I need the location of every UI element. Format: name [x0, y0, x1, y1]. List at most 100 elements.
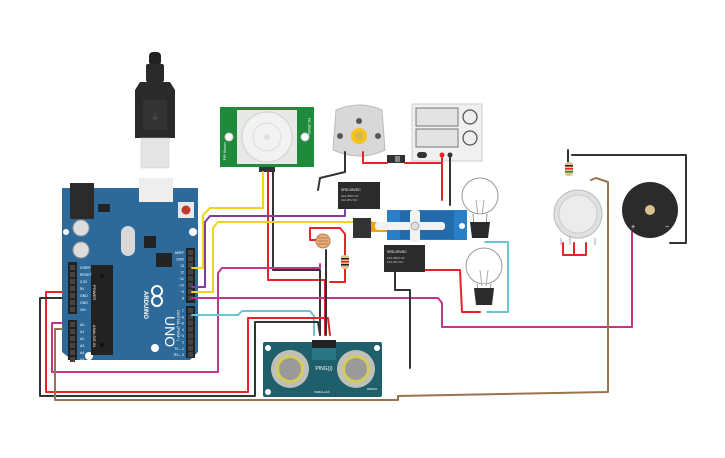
- power-pin-label: GND: [80, 301, 88, 305]
- digital-pin-label: AREF: [175, 251, 184, 255]
- digital-pin-label: RX←0: [174, 353, 184, 357]
- digital-pin[interactable]: [188, 256, 193, 262]
- digital-pin-label: 2: [182, 341, 184, 345]
- power-pin[interactable]: [70, 286, 75, 291]
- piezo-minus-label: −: [665, 224, 669, 231]
- light-bulb-2[interactable]: [465, 247, 503, 305]
- piezo-plus-label: +: [631, 224, 635, 231]
- arduino-logo-icon: [151, 285, 163, 307]
- digital-pin-label: GND: [176, 258, 184, 262]
- digital-pin-label: ~6: [180, 315, 184, 319]
- analog-pin[interactable]: [70, 350, 75, 355]
- analog-pin[interactable]: [70, 329, 75, 334]
- digital-pin[interactable]: [188, 269, 193, 275]
- arduino-uno-board[interactable]: ARDUINO UNO POWER IOREF RESET 3.3V 5V GND GND…: [62, 178, 198, 362]
- dc-power-supply[interactable]: [411, 103, 483, 162]
- ultrasonic-corner: #28015: [367, 387, 377, 391]
- power-pin[interactable]: [70, 307, 75, 312]
- usb-port: [139, 178, 173, 202]
- wires: [39, 149, 687, 401]
- relay-2[interactable]: SRD-05VDC 10A 250V AC 10A 30V DC: [384, 245, 425, 272]
- digital-pin-label: ~3: [180, 334, 184, 338]
- power-switch[interactable]: [417, 152, 427, 158]
- analog-pin[interactable]: [70, 322, 75, 327]
- digital-pin[interactable]: [188, 345, 193, 351]
- usb-symbol-icon: ⏚: [150, 111, 160, 123]
- relay-1-rating-ac: 10A 250V AC: [341, 194, 360, 198]
- analog-pin-label: A4: [80, 351, 84, 355]
- ultrasonic-sensor[interactable]: PING))) PARALLAX #28015: [263, 340, 382, 397]
- digital-pin[interactable]: [188, 282, 193, 288]
- analog-pin[interactable]: [70, 343, 75, 348]
- analog-pin-label: A5: [80, 358, 84, 362]
- digital-header-bottom: [186, 306, 195, 358]
- current-knob[interactable]: [462, 130, 478, 146]
- analog-pin-label: A3: [80, 344, 84, 348]
- power-pin-label: 5V: [80, 287, 85, 291]
- dc-motor[interactable]: [332, 104, 386, 157]
- digital-header-title: DIGITAL (PWM~): [176, 310, 181, 342]
- photoresistor[interactable]: [315, 233, 331, 249]
- relay-2-rating-dc: 10A 30V DC: [387, 260, 404, 264]
- power-pin[interactable]: [70, 300, 75, 305]
- relay-2-rating-ac: 10A 250V AC: [387, 256, 406, 260]
- micro-servo[interactable]: [353, 210, 467, 242]
- relay-1-label: SRD-05VDC: [341, 188, 361, 192]
- voltage-knob[interactable]: [462, 109, 478, 125]
- digital-pin-label: ~10: [178, 284, 184, 288]
- analog-pin[interactable]: [70, 336, 75, 341]
- digital-pin[interactable]: [188, 326, 193, 332]
- digital-pin[interactable]: [188, 289, 193, 294]
- relay-1[interactable]: SRD-05VDC 10A 250V AC 10A 30V DC: [338, 182, 380, 209]
- power-pin-label: IOREF: [80, 266, 91, 270]
- digital-pin-label: ~9: [180, 290, 184, 294]
- ultrasonic-footer: PARALLAX: [314, 390, 329, 394]
- slide-switch[interactable]: [387, 155, 405, 163]
- power-header-title: POWER: [92, 285, 97, 300]
- ultrasonic-logo: PING))): [315, 366, 333, 372]
- analog-pin[interactable]: [70, 357, 75, 362]
- power-pin[interactable]: [70, 265, 75, 270]
- power-pin-label: RESET: [80, 273, 93, 277]
- digital-pin-label: 4: [182, 328, 184, 332]
- digital-pin[interactable]: [188, 339, 193, 345]
- digital-pin[interactable]: [188, 295, 193, 301]
- digital-pin-label: 7: [182, 309, 184, 313]
- analog-header-title: ANALOG IN: [92, 325, 97, 347]
- digital-pin[interactable]: [188, 276, 193, 281]
- analog-pin-label: A0: [80, 323, 84, 327]
- power-pin[interactable]: [70, 272, 75, 277]
- power-pin[interactable]: [70, 279, 75, 284]
- digital-pin[interactable]: [188, 250, 193, 255]
- gas-sensor[interactable]: [553, 162, 603, 245]
- piezo-buzzer[interactable]: + −: [622, 182, 678, 238]
- pir-motion-sensor[interactable]: PIR Sensor HC-SR501: [220, 107, 314, 172]
- digital-pin[interactable]: [188, 308, 193, 313]
- digital-header-top: [186, 248, 195, 303]
- digital-pin-label: ~11: [178, 277, 184, 281]
- relay-2-label: SRD-05VDC: [387, 250, 407, 254]
- analog-pin-label: A1: [80, 330, 84, 334]
- digital-pin-label: 12: [180, 271, 184, 275]
- digital-pin[interactable]: [188, 263, 193, 268]
- power-pin-label: GND: [80, 294, 88, 298]
- relay-1-rating-dc: 10A 30V DC: [341, 198, 358, 202]
- usb-cable[interactable]: ⏚: [135, 52, 175, 169]
- digital-pin[interactable]: [188, 320, 193, 326]
- arduino-model-label: UNO: [162, 316, 178, 347]
- digital-pin[interactable]: [188, 333, 193, 339]
- digital-pin[interactable]: [188, 352, 193, 358]
- digital-pin[interactable]: [188, 314, 193, 320]
- power-pin[interactable]: [70, 293, 75, 298]
- resistor-ldr[interactable]: [341, 255, 349, 269]
- dc-power-jack: [70, 183, 94, 219]
- analog-pin-label: A2: [80, 337, 84, 341]
- digital-pin-label: 13: [180, 264, 184, 268]
- light-bulb-1[interactable]: [461, 177, 499, 238]
- power-pin-label: VIN: [80, 308, 86, 312]
- arduino-brand-label: ARDUINO: [142, 291, 148, 319]
- atmega-chip: [91, 265, 113, 355]
- power-pin-label: 3.3V: [80, 280, 88, 284]
- pir-right-label: HC-SR501: [307, 118, 311, 135]
